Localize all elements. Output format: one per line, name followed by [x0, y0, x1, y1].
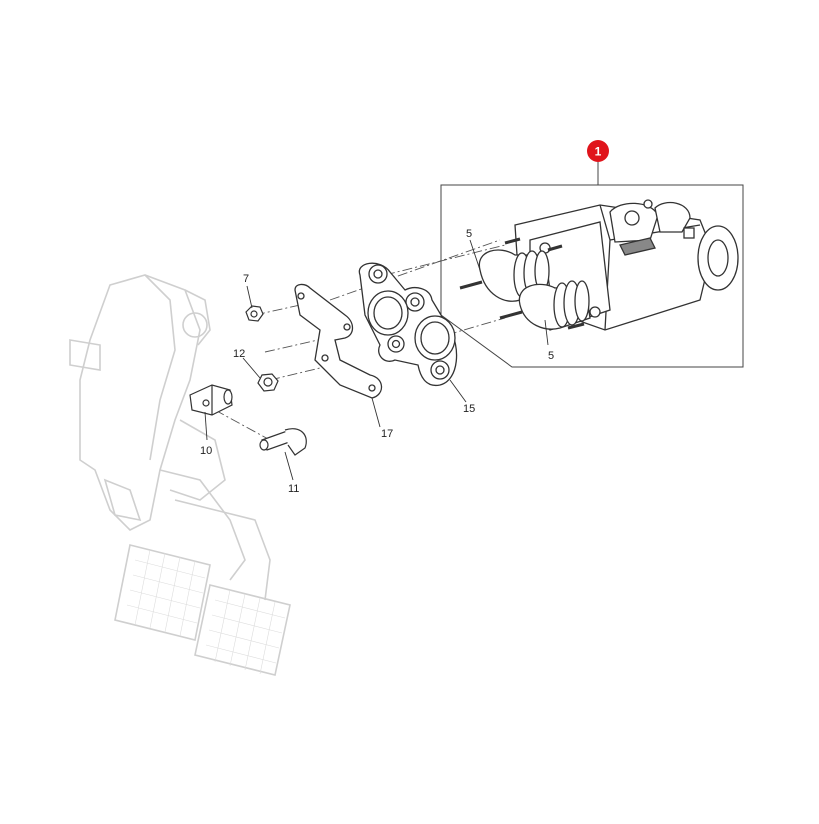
clip-pin: [259, 428, 307, 456]
part-label-7: 7: [243, 273, 249, 285]
ghost-pedal-pads: [114, 544, 291, 676]
part-label-5-upper: 5: [466, 228, 472, 240]
nut: [245, 305, 264, 322]
part-label-12: 12: [233, 348, 245, 360]
part-label-11: 11: [288, 483, 299, 495]
leader-lines: [204, 239, 549, 481]
seal-plate: [358, 262, 458, 387]
dust-boot-lower: [499, 280, 591, 330]
part-label-10: 10: [200, 445, 212, 457]
locknut: [257, 373, 279, 392]
mounting-bracket: [294, 283, 383, 399]
assembly-callout-label: 1: [595, 145, 602, 159]
mounting-studs: [504, 237, 585, 330]
assembly-frame: [440, 162, 744, 368]
part-label-17: 17: [381, 428, 393, 440]
clevis: [189, 384, 233, 416]
ghost-pedal-assembly: [69, 274, 271, 601]
assembly-callout-badge[interactable]: [587, 140, 609, 162]
part-label-15: 15: [463, 403, 475, 415]
part-label-5-lower: 5: [548, 350, 554, 362]
